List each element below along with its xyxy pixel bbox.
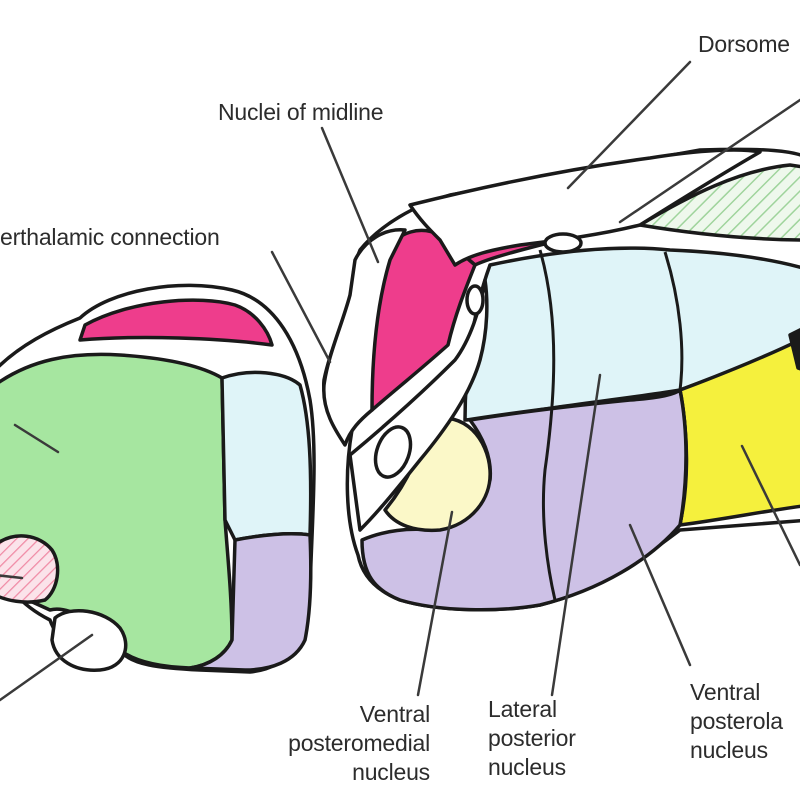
label-vpm-line1: Ventral xyxy=(359,701,430,727)
leader-yellow xyxy=(740,444,800,567)
right-small-oval xyxy=(373,425,413,479)
right-black-sliver xyxy=(788,328,800,371)
label-nuclei-midline: Nuclei of midline xyxy=(218,99,384,125)
leader-left-oval xyxy=(0,633,94,702)
right-hatched-region xyxy=(638,163,800,242)
label-vpl: Ventral posterola nucleus xyxy=(690,678,783,765)
left-hatched-region xyxy=(0,534,60,604)
boundary-yellow xyxy=(678,389,689,526)
label-vpm: Ventral posteromedial nucleus xyxy=(240,700,430,787)
leader-interthalamic xyxy=(270,250,332,364)
label-lp-line1: Lateral xyxy=(488,696,557,722)
left-magenta-region xyxy=(78,298,274,347)
right-block xyxy=(322,147,800,612)
left-green-region xyxy=(0,352,234,670)
label-vpl-line2: posterola xyxy=(690,708,783,734)
right-midline-lobe xyxy=(322,228,407,447)
leader-lp xyxy=(550,373,602,697)
label-vpl-line3: nucleus xyxy=(690,737,768,763)
left-lavender-region xyxy=(188,532,313,672)
leader-lines xyxy=(0,60,800,702)
boundary-lp xyxy=(538,249,557,601)
leader-vpm xyxy=(416,510,454,697)
left-section xyxy=(0,283,316,674)
label-dorsomedial: Dorsome xyxy=(698,31,790,57)
label-vpm-line2: posteromedial xyxy=(288,730,430,756)
label-vpm-line3: nucleus xyxy=(352,759,430,785)
left-blue-region xyxy=(220,370,313,542)
leader-dorsomedial xyxy=(566,60,692,190)
leader-nuclei-midline xyxy=(320,126,380,264)
right-white-band xyxy=(408,148,762,267)
leader-top-right xyxy=(618,98,800,224)
right-upper-oval xyxy=(543,232,583,254)
right-tiny-oval xyxy=(465,284,485,316)
boundary-lateral xyxy=(663,251,684,391)
left-white-oval xyxy=(50,609,128,672)
leader-vpl xyxy=(628,523,692,667)
boundary-lavender-top xyxy=(464,388,681,422)
leader-left-hatched xyxy=(0,574,24,580)
label-lp-line3: nucleus xyxy=(488,754,566,780)
label-interthalamic: erthalamic connection xyxy=(0,224,220,250)
label-lp-line2: posterior xyxy=(488,725,576,751)
leader-left-green xyxy=(13,423,60,454)
label-vpl-line1: Ventral xyxy=(690,679,761,705)
label-lp: Lateral posterior nucleus xyxy=(488,695,576,782)
right-boundaries xyxy=(464,249,689,601)
